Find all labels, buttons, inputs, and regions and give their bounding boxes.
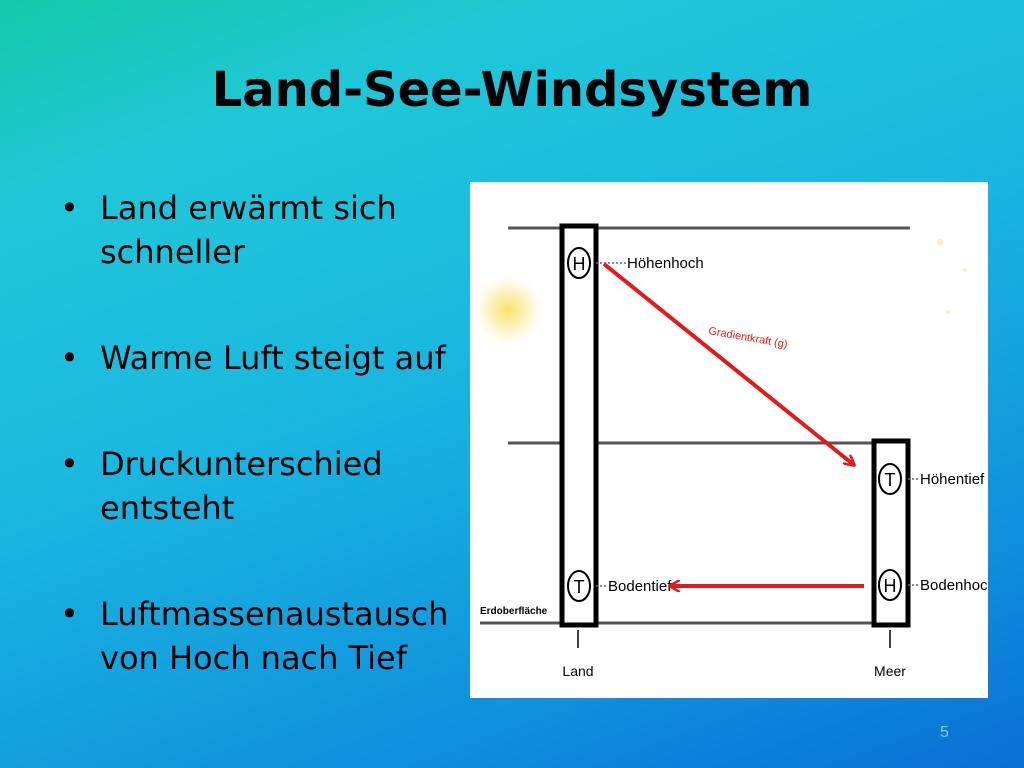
meer-label: Meer [874, 663, 906, 679]
upper-wind-arrow [602, 262, 854, 465]
bullet-item: • Druckunterschied entsteht [56, 442, 466, 530]
sun-icon [468, 270, 548, 350]
erdoberflaeche-label: Erdoberfläche [480, 606, 548, 617]
svg-text:T: T [574, 577, 585, 597]
hoehentief-symbol: T [878, 463, 902, 495]
slide-title: Land-See-Windsystem [211, 62, 813, 118]
svg-text:H: H [573, 254, 586, 274]
bullet-item: • Warme Luft steigt auf [56, 336, 466, 380]
bullet-icon: • [60, 189, 79, 227]
bullet-list: • Land erwärmt sich schneller • Warme Luft… [56, 186, 466, 742]
bullet-text: Druckunterschied entsteht [100, 445, 383, 527]
bullet-text: Land erwärmt sich schneller [100, 189, 397, 271]
bullet-icon: • [60, 339, 79, 377]
bullet-text: Luftmassenaustausch von Hoch nach Tief [100, 595, 449, 677]
page-number: 5 [940, 724, 949, 741]
bullet-item: • Land erwärmt sich schneller [56, 186, 466, 274]
diagram-svg: H T T H Höhenhoch Bodentief Höhentief Bo… [468, 223, 996, 679]
bullet-icon: • [60, 445, 79, 483]
bullet-item: • Luftmassenaustausch von Hoch nach Tief [56, 592, 466, 680]
hoehenhoch-label: Höhenhoch [627, 255, 704, 272]
land-sea-wind-diagram: H T T H Höhenhoch Bodentief Höhentief Bo… [468, 182, 996, 698]
bodenhoch-label: Bodenhoch [920, 577, 988, 594]
svg-text:T: T [885, 470, 896, 490]
land-air-column [559, 223, 599, 628]
hoehentief-label: Höhentief [920, 471, 985, 488]
gradientkraft-label: Gradientkraft (g) [707, 325, 788, 351]
bodenhoch-symbol: H [878, 569, 902, 601]
bodentief-label: Bodentief [608, 578, 672, 595]
bodentief-symbol: T [567, 570, 591, 602]
land-label: Land [562, 663, 593, 679]
hoehenhoch-symbol: H [567, 247, 591, 279]
svg-text:H: H [884, 576, 897, 596]
bullet-text: Warme Luft steigt auf [100, 339, 446, 377]
bullet-icon: • [60, 595, 79, 633]
